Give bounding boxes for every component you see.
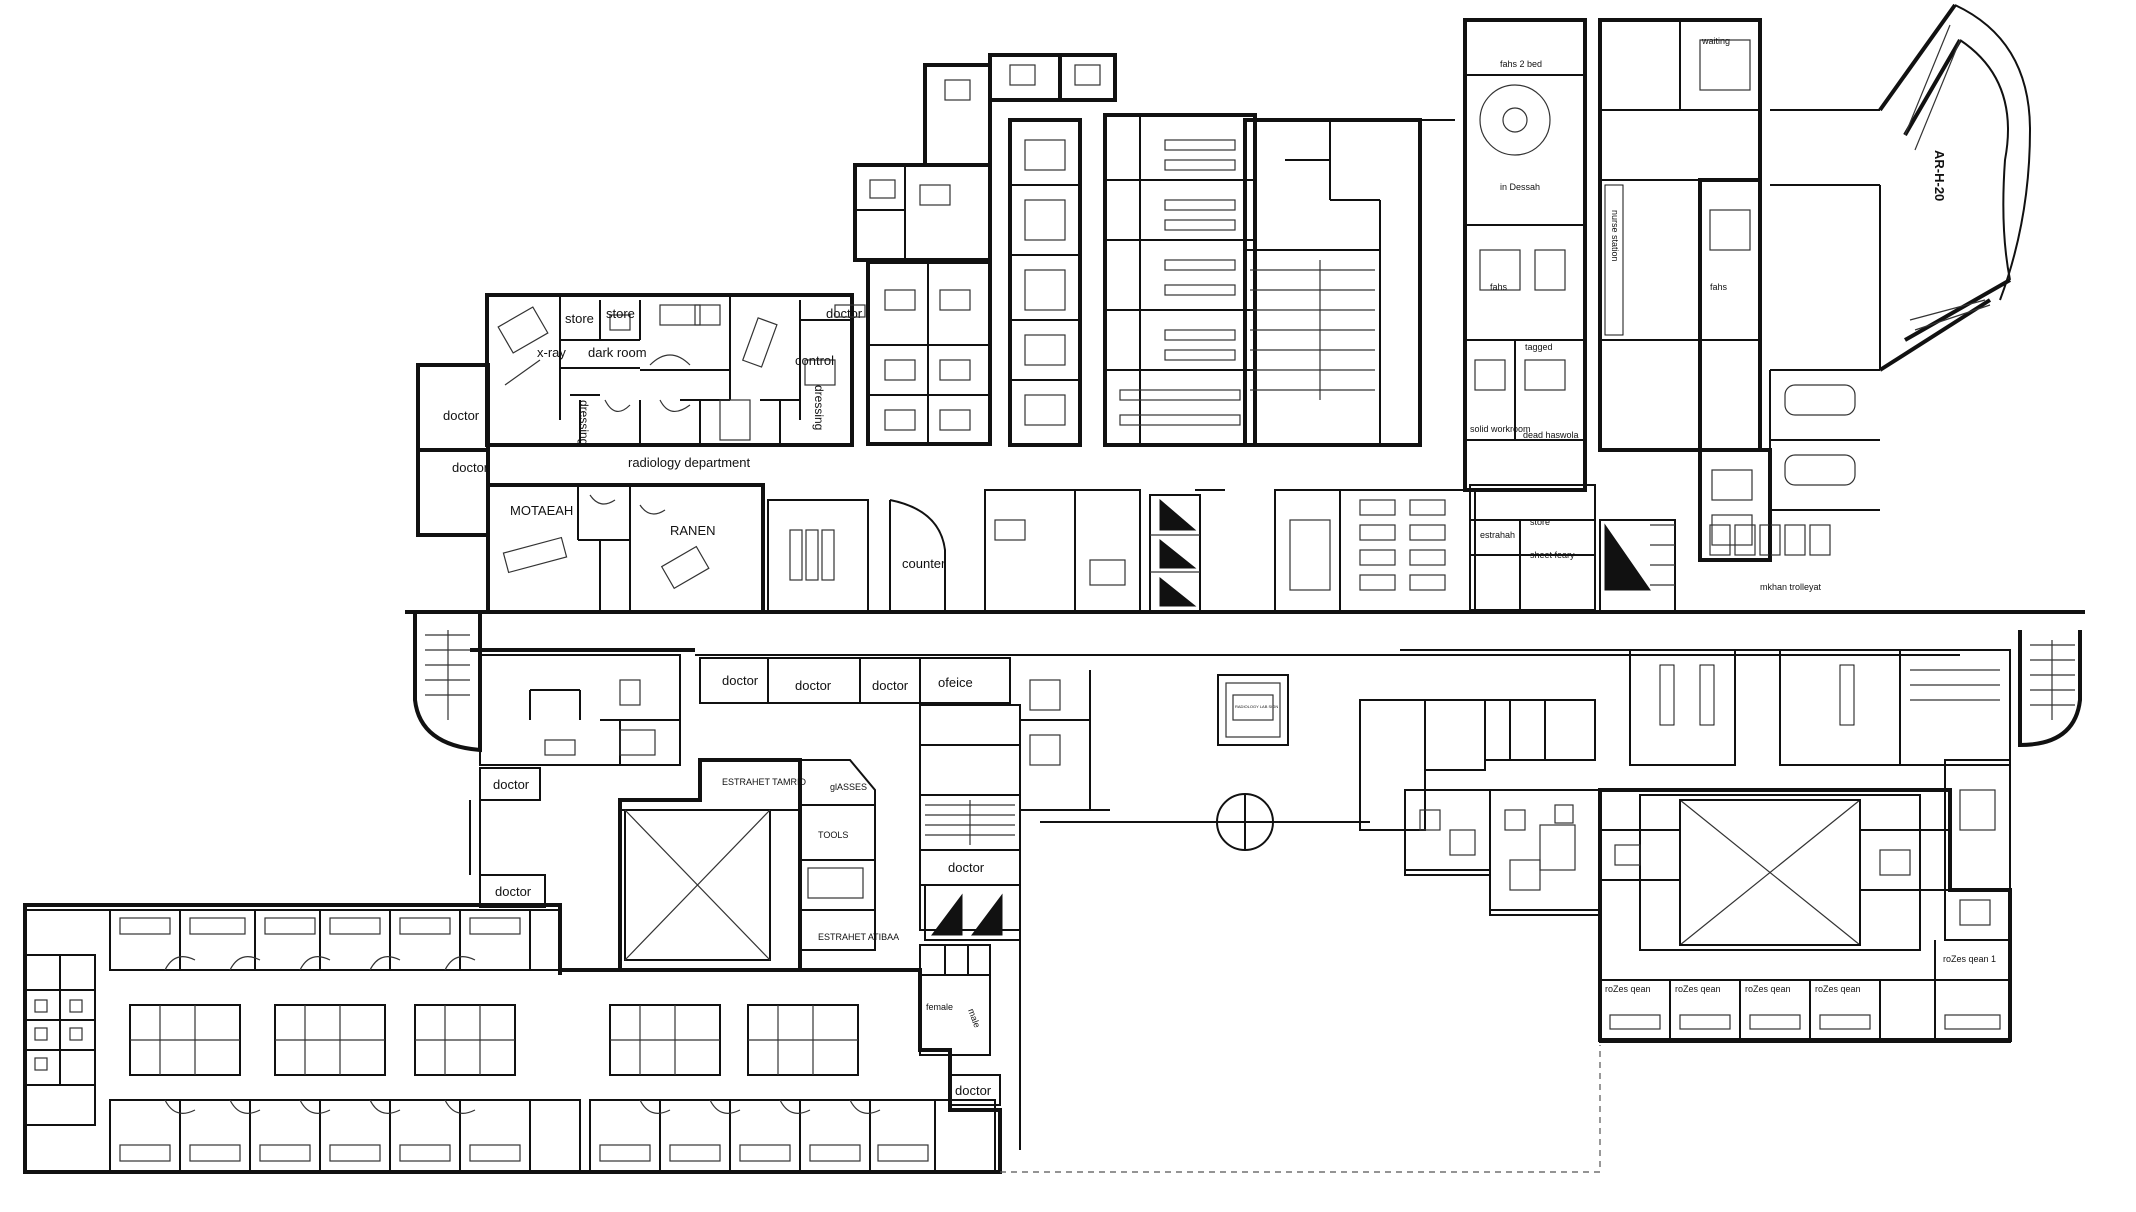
room-3-label: roZes qean (1745, 984, 1791, 994)
in-dressah-label: in Dessah (1500, 182, 1540, 192)
er-lower-block: estrahah store sheet feary mkhan trolley… (1469, 484, 1831, 613)
doctor-row-1-label: doctor (722, 673, 759, 688)
waiting-label: waiting (1701, 36, 1730, 46)
doctor-left-2-label: doctor (452, 460, 489, 475)
left-doctor-rooms: doctor doctor (416, 363, 490, 537)
tagged-label: tagged (1525, 342, 1553, 352)
pharmacy-shelving (1243, 118, 1455, 447)
room-5-label: roZes qean 1 (1943, 954, 1996, 964)
doctor-row-2-label: doctor (795, 678, 832, 693)
radiology-sign-label: RADIOLOGY LAB SIGN (1235, 704, 1278, 709)
inpatient-ward-left (23, 903, 1002, 1174)
dressing-1-label: dressing (577, 400, 591, 445)
male-toilet-label: male (966, 1007, 982, 1029)
left-stair-tower (413, 612, 482, 753)
estraht-atibaa-label: ESTRAHET ATIBAA (818, 932, 899, 942)
doctor-center-label: doctor (948, 860, 985, 875)
middle-service-block (984, 489, 1225, 613)
right-stair-tower (2018, 630, 2082, 748)
motaeah-ranen-block: MOTAEAH RANEN (486, 483, 765, 614)
solid-workroom-label: solid workroom (1470, 424, 1531, 434)
doctor-left-1-label: doctor (443, 408, 480, 423)
doctor-row-3-label: doctor (872, 678, 909, 693)
fahs-2-label: fahs (1710, 282, 1728, 292)
radiology-department: store store x-ray dark room doctor dress… (485, 293, 863, 470)
central-upper-offices: doctor (834, 53, 1117, 446)
dashed-outline (1000, 1045, 1601, 1173)
center-atrium: RADIOLOGY LAB SIGN (1216, 674, 1289, 851)
radiology-department-label: radiology department (628, 455, 751, 470)
ward-nurse-bays (129, 1004, 859, 1076)
ranen-label: RANEN (670, 523, 716, 538)
control-label: control (795, 353, 834, 368)
right-office-cluster (1404, 789, 1601, 916)
room-2-label: roZes qean (1675, 984, 1721, 994)
dark-room-label: dark room (588, 345, 647, 360)
female-toilet-label: female (926, 1002, 953, 1012)
laboratory-block (1103, 113, 1257, 447)
doctor-office-row: doctor doctor doctor ofeice (699, 657, 1011, 704)
radiology-doctor-label: doctor (826, 306, 863, 321)
dressing-2-label: dressing (812, 385, 826, 430)
er-waiting-and-beds (1274, 489, 1476, 613)
ar-h-20-label: AR-H-20 (1932, 150, 1947, 201)
dead-haswola-label: dead haswola (1523, 430, 1579, 440)
sheet-feary-label: sheet feary (1530, 550, 1575, 560)
room-4-label: roZes qean (1815, 984, 1861, 994)
inpatient-ward-right: roZes qean roZes qean roZes qean roZes q… (1359, 649, 2012, 1043)
office-label: ofeice (938, 675, 973, 690)
doctor-mid-1-label: doctor (493, 777, 530, 792)
fahs-2-bed-label: fahs 2 bed (1500, 59, 1542, 69)
store-room-2-label: store (606, 306, 635, 321)
doctor-mid-2-label: doctor (495, 884, 532, 899)
doctor-lower-label: doctor (955, 1083, 992, 1098)
counter-block: counter (767, 499, 946, 613)
left-doctor-boxes: doctor doctor (469, 767, 546, 908)
emergency-department: fahs 2 bed in Dessah fahs tagged solid w… (1463, 18, 1772, 562)
motaeah-label: MOTAEAH (510, 503, 573, 518)
mkhan-trolleyat-label: mkhan trolleyat (1760, 582, 1822, 592)
nursing-lab-block: ESTRAHET TAMRID glASSES TOOLS ESTRAHET A… (618, 758, 899, 972)
store-room-1-label: store (565, 311, 594, 326)
central-procedure-spine (1008, 118, 1082, 447)
left-lower-services (479, 654, 681, 766)
tools-label: TOOLS (818, 830, 848, 840)
store-er-label: store (1530, 517, 1550, 527)
fahs-1-label: fahs (1490, 282, 1508, 292)
nurse-station-label: nurse station (1610, 210, 1620, 262)
glasses-label: glASSES (830, 782, 867, 792)
estraht-tamrid-label: ESTRAHET TAMRID (722, 777, 807, 787)
counter-label: counter (902, 556, 946, 571)
estrahah-label: estrahah (1480, 530, 1515, 540)
room-1-label: roZes qean (1605, 984, 1651, 994)
parking-and-ramp: AR-H-20 (1769, 3, 2032, 560)
x-ray-label: x-ray (537, 345, 566, 360)
